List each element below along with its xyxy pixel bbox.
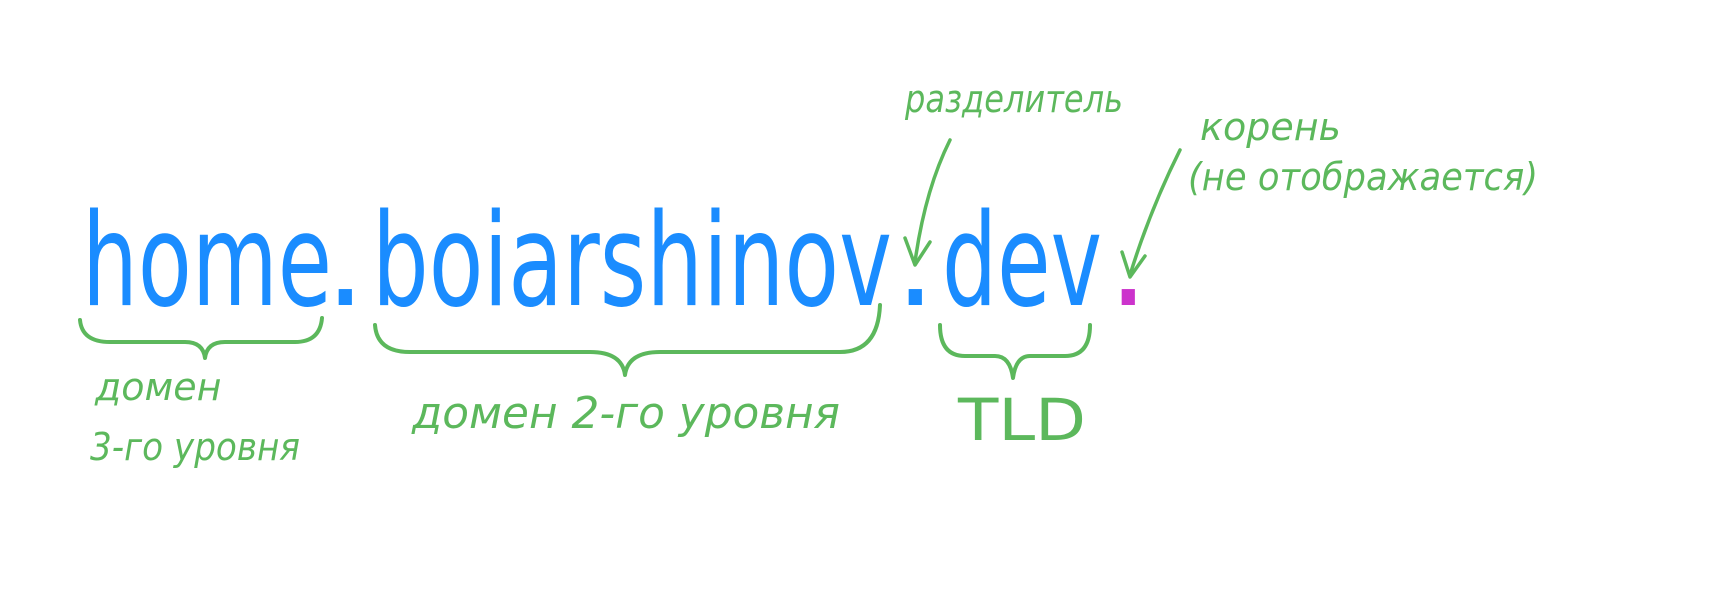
root-arrow [1128,148,1182,277]
separator-arrowhead [903,236,932,267]
root-label-line2: (не отображается) [1188,155,1538,199]
tld-brace [938,323,1092,380]
separator-label: разделитель [904,77,1123,121]
third-level-label-line1: домен [94,365,221,409]
third-level-brace [78,316,324,360]
second-level-label: домен 2-го уровня [411,388,840,439]
root-arrowhead [1120,250,1147,279]
second-level-domain-text: boiarshinov [372,187,892,336]
tld-text: dev [942,187,1102,336]
dot-separator-1: . [325,187,366,336]
root-label-line1: корень [1200,105,1341,149]
tld-label: TLD [957,386,1086,454]
second-level-brace [373,303,882,377]
third-level-domain-text: home [82,187,332,336]
separator-arrow [913,138,952,264]
third-level-label-line2: 3-го уровня [90,425,300,469]
